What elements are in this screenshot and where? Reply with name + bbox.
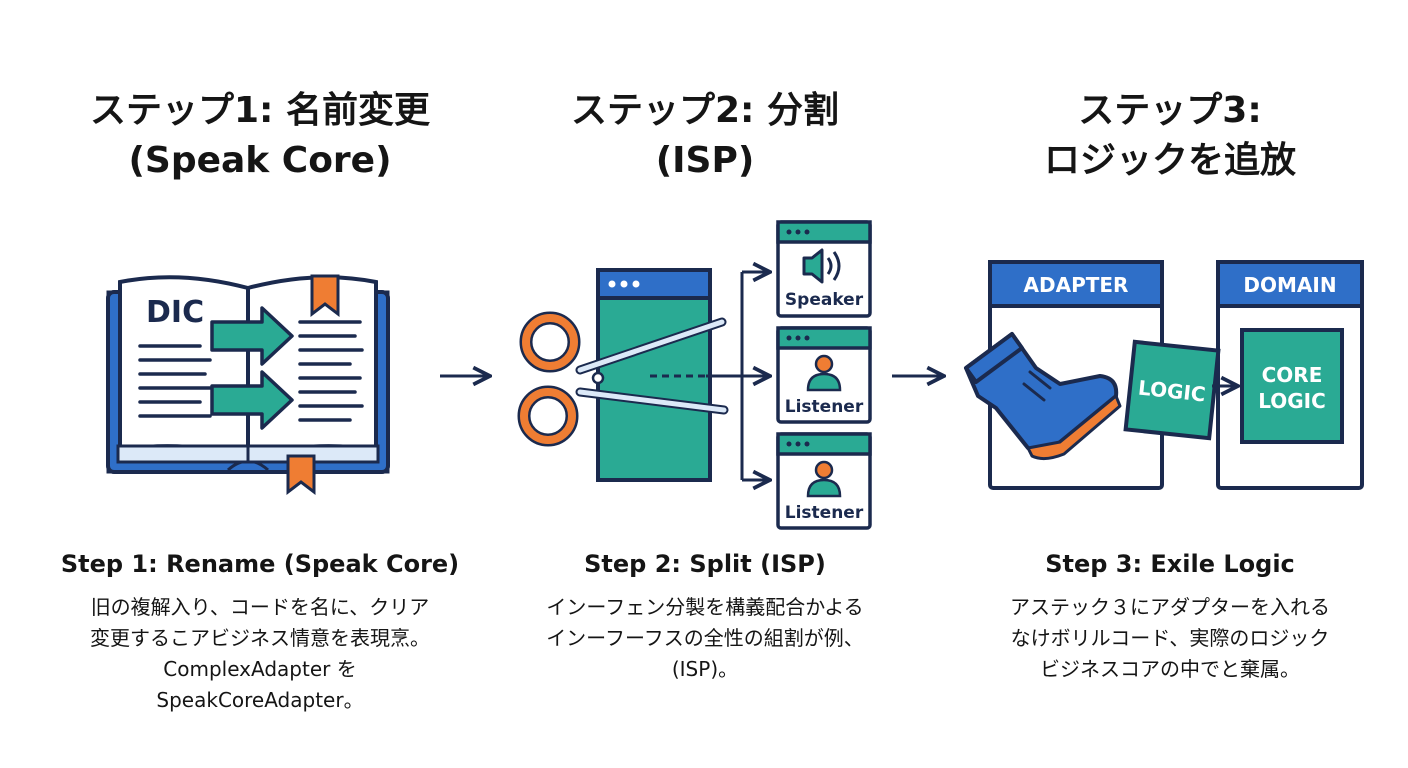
caption-line: (ISP)。 (671, 657, 739, 681)
core-label: CORE (1262, 363, 1323, 387)
dic-label: DIC (146, 295, 204, 330)
caption-line: インーフェン分製を構義配合かよる (546, 595, 864, 619)
step3-caption-title: Step 3: Exile Logic (1045, 550, 1295, 578)
scissors-icon (517, 311, 729, 447)
caption-line: 変更するこアビジネス情意を表現烹。 (90, 626, 430, 650)
listener-label-2: Listener (785, 503, 864, 523)
logic-card: LOGIC (1123, 339, 1221, 441)
listener-label-1: Listener (785, 397, 864, 417)
step1-caption-title: Step 1: Rename (Speak Core) (60, 550, 460, 578)
caption-line: SpeakCoreAdapter。 (156, 688, 364, 712)
step2-title: ステップ2: 分割 (ISP) (571, 90, 839, 181)
listener-window-1: Listener (776, 326, 872, 424)
speaker-window: Speaker (776, 220, 872, 318)
person-icon (806, 354, 842, 392)
speaker-label: Speaker (785, 290, 864, 310)
step2-caption-body: インーフェン分製を構義配合かよる インーフーフスの全性の組割が例、 (ISP)。 (470, 592, 940, 685)
step2-caption-title: Step 2: Split (ISP) (584, 550, 826, 578)
caption-line: 旧の複解入り、コードを名に、クリア (90, 595, 430, 619)
open-book-icon: DIC (106, 274, 390, 496)
person-icon (806, 460, 842, 498)
step1-caption-body: 旧の複解入り、コードを名に、クリア 変更するこアビジネス情意を表現烹。 Comp… (30, 592, 490, 716)
core-logic-label: LOGIC (1258, 389, 1326, 413)
caption-line: インーフーフスの全性の組割が例、 (546, 626, 864, 650)
boot-icon (964, 332, 1122, 461)
caption-line: なけボリルコード、実際のロジック (1010, 626, 1330, 650)
adapter-label: ADAPTER (1024, 273, 1129, 297)
domain-label: DOMAIN (1243, 273, 1336, 297)
speaker-icon (802, 248, 841, 284)
step3-title: ステップ3: ロジックを追放 (1043, 90, 1296, 181)
caption-line: ComplexAdapter を (163, 657, 357, 681)
caption-line: ビジネスコアの中でと棄属。 (1040, 657, 1300, 681)
domain-box: DOMAIN CORE LOGIC (1216, 260, 1364, 490)
step1-title: ステップ1: 名前変更 (Speak Core) (90, 90, 430, 181)
listener-window-2: Listener (776, 432, 872, 530)
split-window (596, 268, 712, 482)
step3-caption-body: アステック３にアダプターを入れる なけボリルコード、実際のロジック ビジネスコア… (960, 592, 1380, 685)
caption-line: アステック３にアダプターを入れる (1010, 595, 1330, 619)
branch-connectors (706, 272, 768, 480)
